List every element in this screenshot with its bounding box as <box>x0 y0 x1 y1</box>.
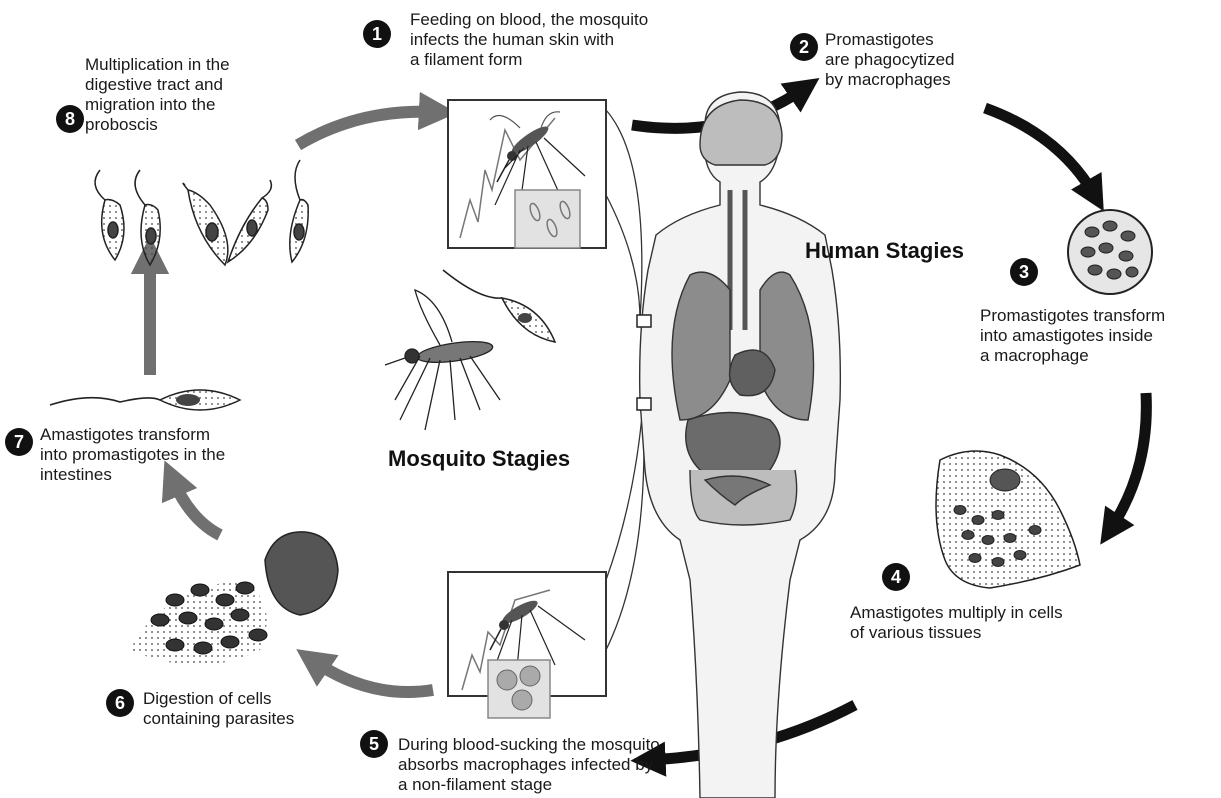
step-badge-4: 4 <box>882 563 910 591</box>
step-badge-5: 5 <box>360 730 388 758</box>
mosquito-icon <box>385 290 500 430</box>
step-badge-7: 7 <box>5 428 33 456</box>
skin-sample-box-lower <box>637 398 651 410</box>
promastigote-icon <box>50 390 240 410</box>
step-5-caption: During blood-sucking the mosquito absorb… <box>398 735 660 795</box>
human-stagies-heading: Human Stagies <box>805 238 964 264</box>
step-badge-3: 3 <box>1010 258 1038 286</box>
step-1-caption: Feeding on blood, the mosquito infects t… <box>410 10 648 70</box>
promastigote-icon <box>443 270 555 342</box>
step-4-caption: Amastigotes multiply in cells of various… <box>850 603 1063 643</box>
promastigote-group-icon <box>95 160 308 265</box>
step-badge-1: 1 <box>363 20 391 48</box>
skin-sample-box-upper <box>637 315 651 327</box>
arrow-step-5-to-6 <box>312 660 433 692</box>
step-8-caption: Multiplication in the digestive tract an… <box>85 55 230 135</box>
step-badge-2: 2 <box>790 33 818 61</box>
step-badge-8: 8 <box>56 105 84 133</box>
step-3-caption: Promastigotes transform into amastigotes… <box>980 306 1165 366</box>
step-2-caption: Promastigotes are phagocytized by macrop… <box>825 30 954 90</box>
amastigote-icon <box>936 451 1080 588</box>
step-6-caption: Digestion of cells containing parasites <box>143 689 294 729</box>
step-badge-6: 6 <box>106 689 134 717</box>
skin-connector-lines <box>606 110 644 650</box>
arrow-step-8-to-1 <box>298 112 438 145</box>
digested-cells-icon <box>130 532 338 665</box>
macrophage-icon <box>1068 210 1152 294</box>
mosquito-stagies-heading: Mosquito Stagies <box>388 446 570 472</box>
human-body-icon <box>640 92 841 798</box>
inset-mosquito-feeding-top <box>448 100 606 248</box>
arrow-step-6-to-7 <box>172 478 220 535</box>
step-7-caption: Amastigotes transform into promastigotes… <box>40 425 225 485</box>
arrow-step-3-to-4 <box>1110 393 1146 530</box>
inset-mosquito-feeding-bottom <box>448 572 606 718</box>
arrow-step-2-to-3 <box>985 108 1095 196</box>
